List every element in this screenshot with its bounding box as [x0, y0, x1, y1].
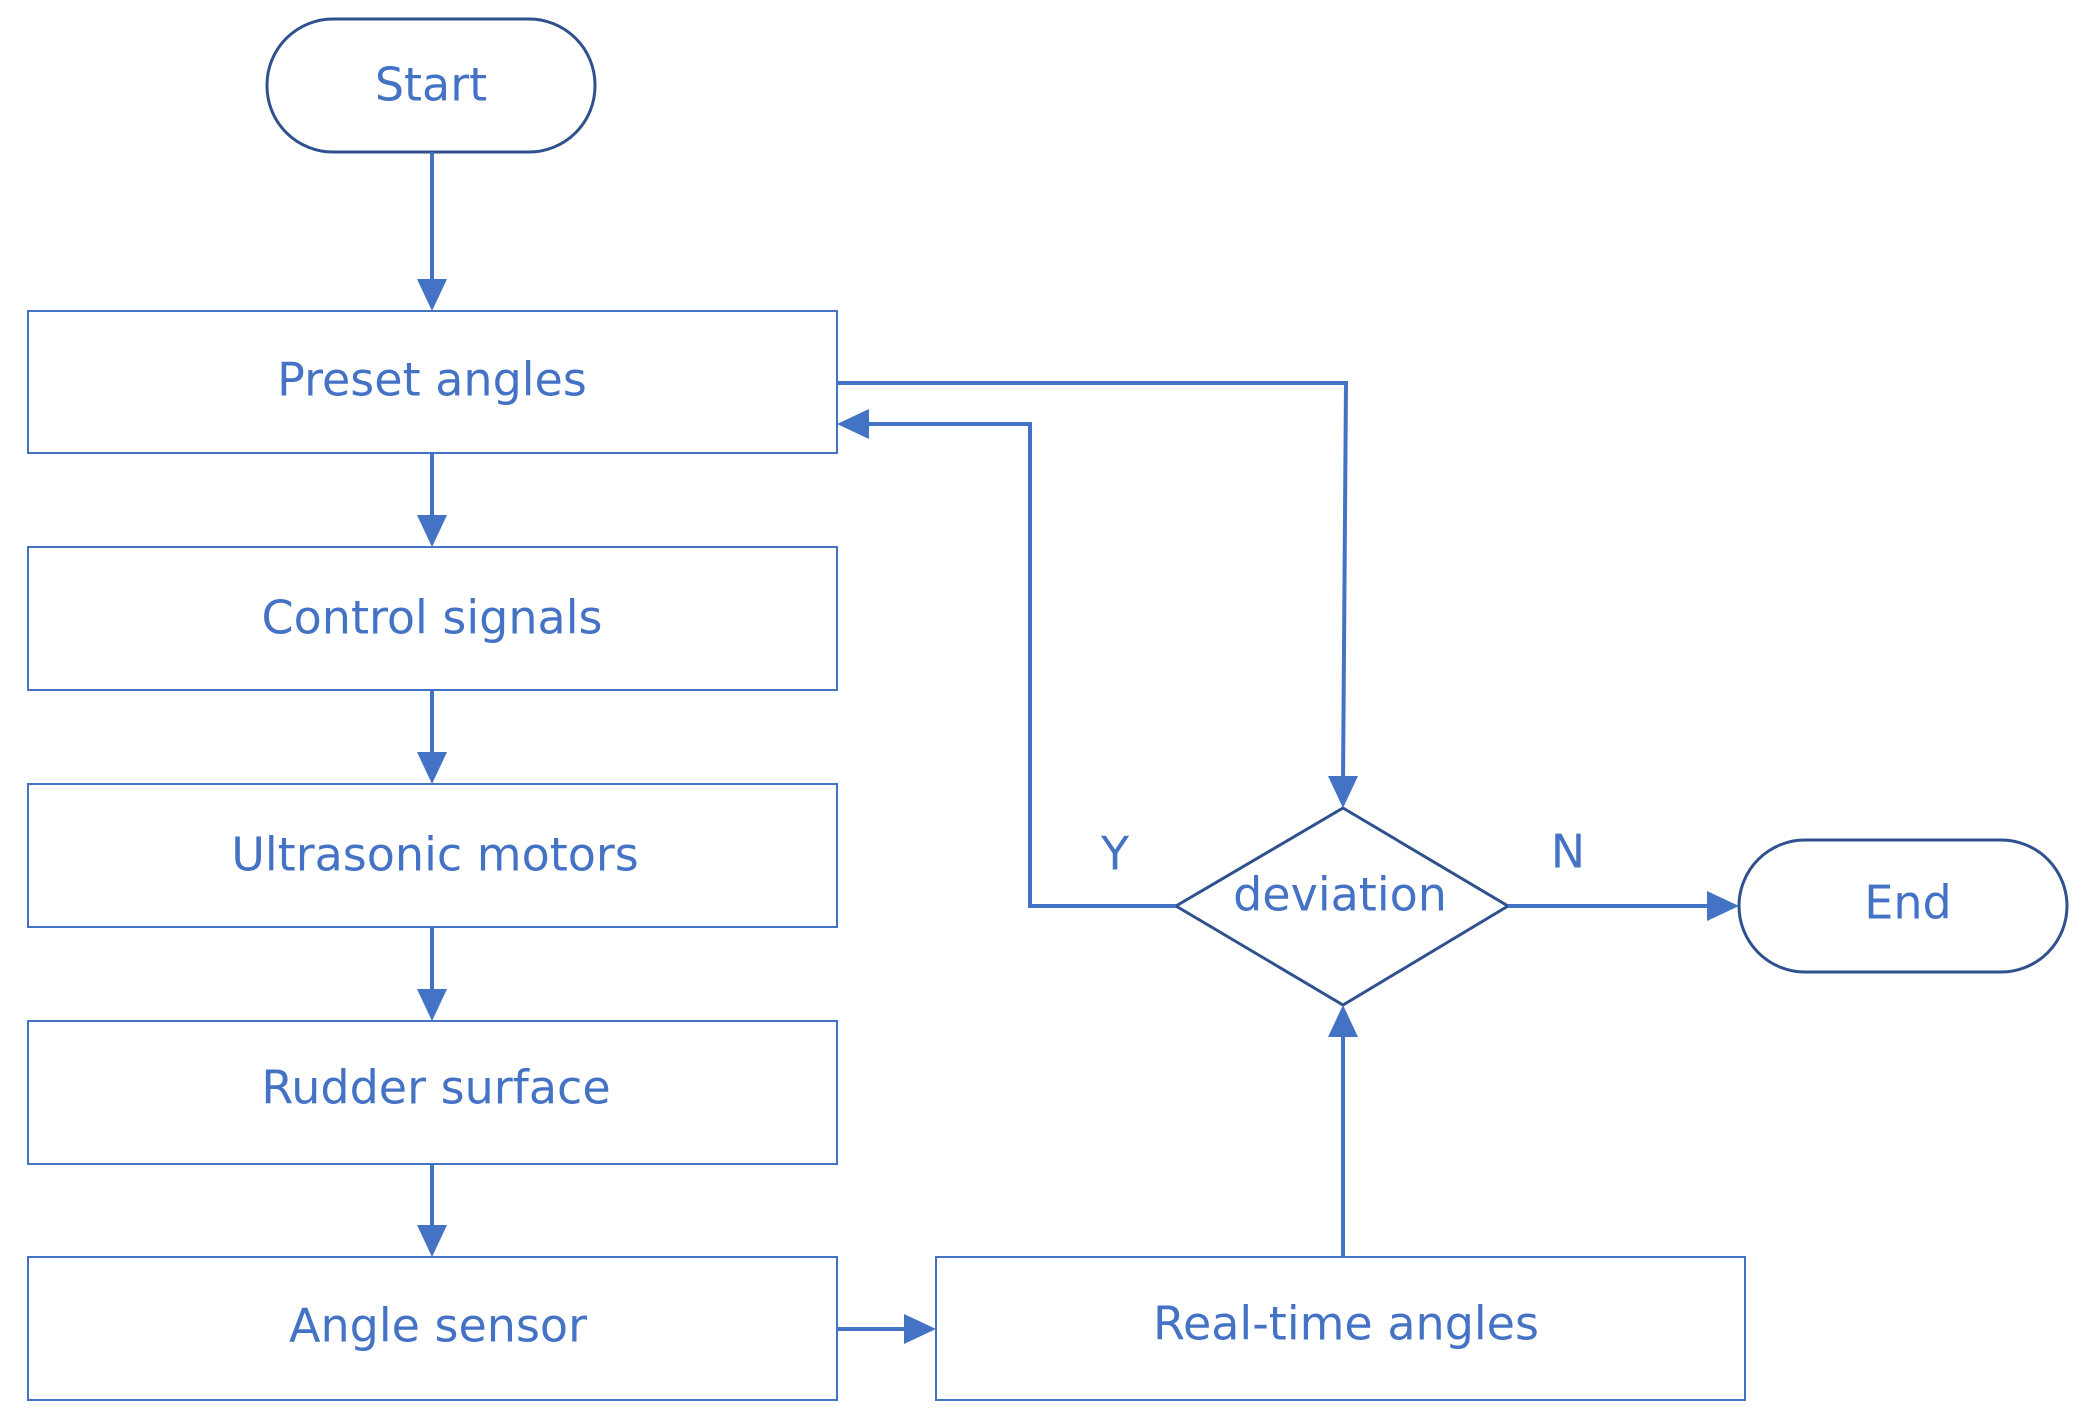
edge-label-yes: Y [1100, 827, 1130, 881]
edge-preset-to-deviation [837, 381, 1349, 783]
preset-angles-shape [27, 310, 838, 454]
rudder-surface-shape [27, 1020, 838, 1165]
end-label: End [1864, 876, 1951, 930]
arrowhead-up-deviation [1328, 1005, 1358, 1037]
real-time-angles-box: Real-time angles [935, 1256, 1746, 1401]
real-time-angles-shape [935, 1256, 1746, 1401]
ultrasonic-motors-label: Ultrasonic motors [231, 828, 639, 882]
start-label: Start [375, 58, 487, 112]
edge-label-no: N [1551, 825, 1585, 879]
angle-sensor-label: Angle sensor [289, 1299, 587, 1353]
arrowhead-right-realtime [904, 1314, 936, 1344]
preset-angles-label: Preset angles [277, 353, 587, 407]
control-signals-box: Control signals [27, 546, 838, 691]
arrowhead-right-end [1707, 891, 1739, 921]
arrowhead-down-rudder [417, 989, 447, 1021]
angle-sensor-shape [27, 1256, 838, 1401]
rudder-surface-label: Rudder surface [261, 1061, 610, 1115]
start-terminal: Start [265, 17, 597, 154]
control-signals-shape [27, 546, 838, 691]
arrowhead-down-sensor [417, 1225, 447, 1257]
edge-deviation-yes-to-preset [863, 422, 1176, 908]
ultrasonic-motors-shape [27, 783, 838, 928]
control-signals-label: Control signals [262, 591, 603, 645]
ultrasonic-motors-box: Ultrasonic motors [27, 783, 838, 928]
arrowhead-down-deviation [1328, 776, 1358, 808]
connectors [430, 152, 1713, 1331]
arrowhead-left-preset [837, 409, 869, 439]
deviation-decision: deviation [1173, 806, 1511, 1007]
arrowhead-down-motors [417, 752, 447, 784]
arrowheads [417, 279, 1739, 1344]
rudder-surface-box: Rudder surface [27, 1020, 838, 1165]
deviation-label: deviation [1233, 868, 1447, 922]
arrowhead-down-preset [417, 279, 447, 311]
arrowhead-down-control [417, 515, 447, 547]
real-time-angles-label: Real-time angles [1153, 1297, 1539, 1351]
end-terminal: End [1737, 838, 2069, 974]
preset-angles-box: Preset angles [27, 310, 838, 454]
angle-sensor-box: Angle sensor [27, 1256, 838, 1401]
